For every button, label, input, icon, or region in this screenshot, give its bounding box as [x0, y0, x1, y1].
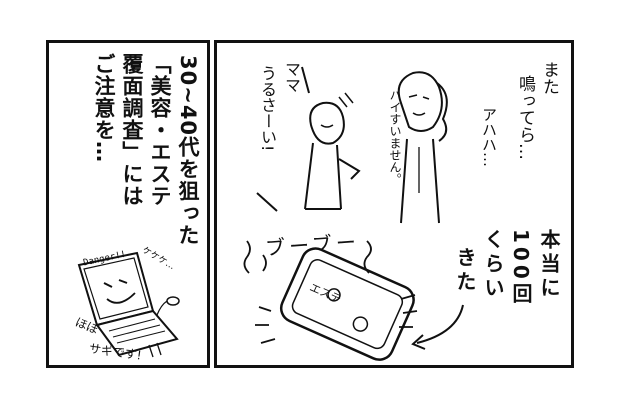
mom-speech-line-2: 鳴ってら…	[515, 75, 535, 160]
mom-speech-line-1: また	[539, 61, 559, 95]
narration-line-3: くらい	[481, 229, 505, 301]
narration-line-4: きた	[453, 247, 477, 295]
caption-line-4: ご注意を…	[92, 53, 116, 163]
caption-line-2: 「美容・エステ	[148, 53, 172, 207]
child-speech-line-2: うるさーい!	[258, 65, 277, 152]
child-hai: ハイすいません。	[388, 89, 402, 185]
right-panel-art	[243, 66, 464, 361]
narration-line-1: 本当に	[537, 229, 561, 301]
caption-line-3: 覆面調査」には	[120, 53, 144, 207]
left-panel: 30~40代を狙った 「美容・エステ 覆面調査」には ご注意を… Danger!…	[46, 40, 210, 368]
caption-line-1: 30~40代を狙った	[176, 55, 200, 247]
child-speech-line-1: ママ	[282, 61, 301, 93]
right-panel: また 鳴ってら… アハハ… ママ うるさーい! ハイすいません。 本当に 100…	[214, 40, 574, 368]
narration-line-2: 100回	[509, 229, 533, 307]
mom-laugh: アハハ…	[480, 107, 498, 167]
laptop-marks	[148, 342, 162, 358]
